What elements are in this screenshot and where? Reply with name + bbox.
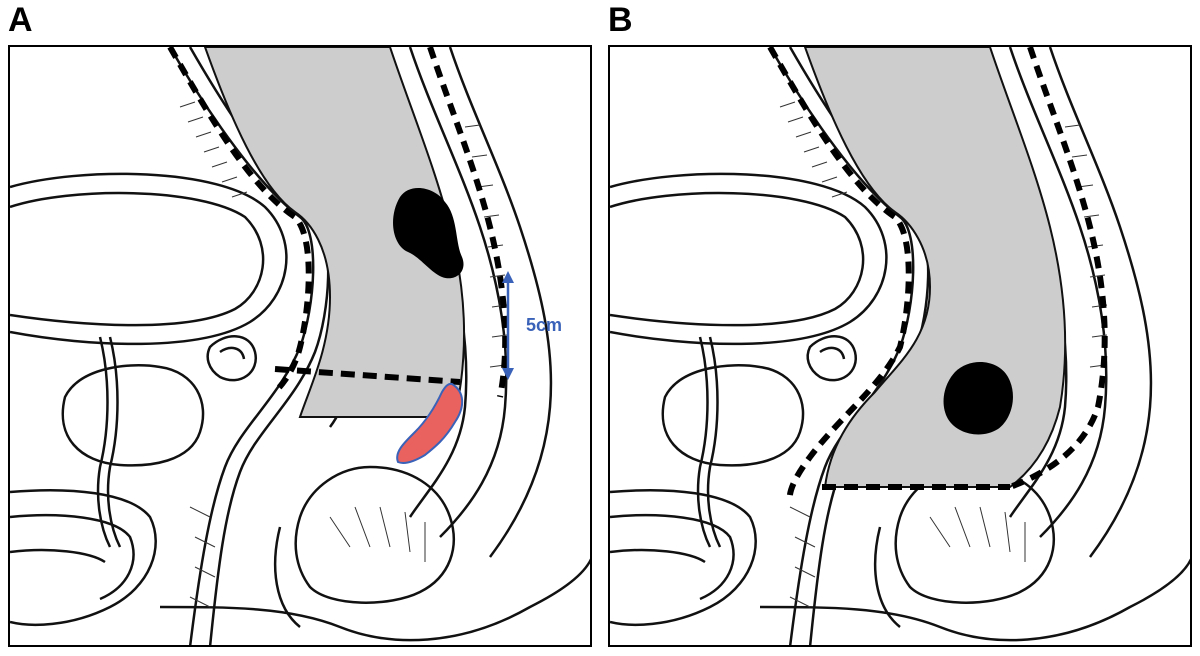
rectal-lumen [203,47,466,418]
panel-a: 5cm [8,45,592,647]
tumor [943,361,1013,435]
mesorectal-boundary-posterior [1008,47,1108,490]
sagittal-pelvis-drawing-a [10,47,590,645]
panel-label-a: A [8,1,33,39]
distal-margin-highlight [396,382,464,465]
resection-line [274,366,461,385]
panel-b [608,45,1192,647]
mesorectal-boundary [167,47,312,395]
prostate [61,364,205,467]
rectal-lumen [803,47,1067,488]
bladder-inner [10,191,265,327]
mesorectal-boundary [767,47,912,503]
tumor [393,187,464,279]
measure-arrow-icon [502,271,514,380]
sagittal-pelvis-drawing-b [610,47,1190,645]
bladder-outline [10,172,288,346]
mesorectal-boundary-posterior [427,47,509,398]
distance-label: 5cm [526,315,563,335]
panel-label-b: B [608,1,633,39]
